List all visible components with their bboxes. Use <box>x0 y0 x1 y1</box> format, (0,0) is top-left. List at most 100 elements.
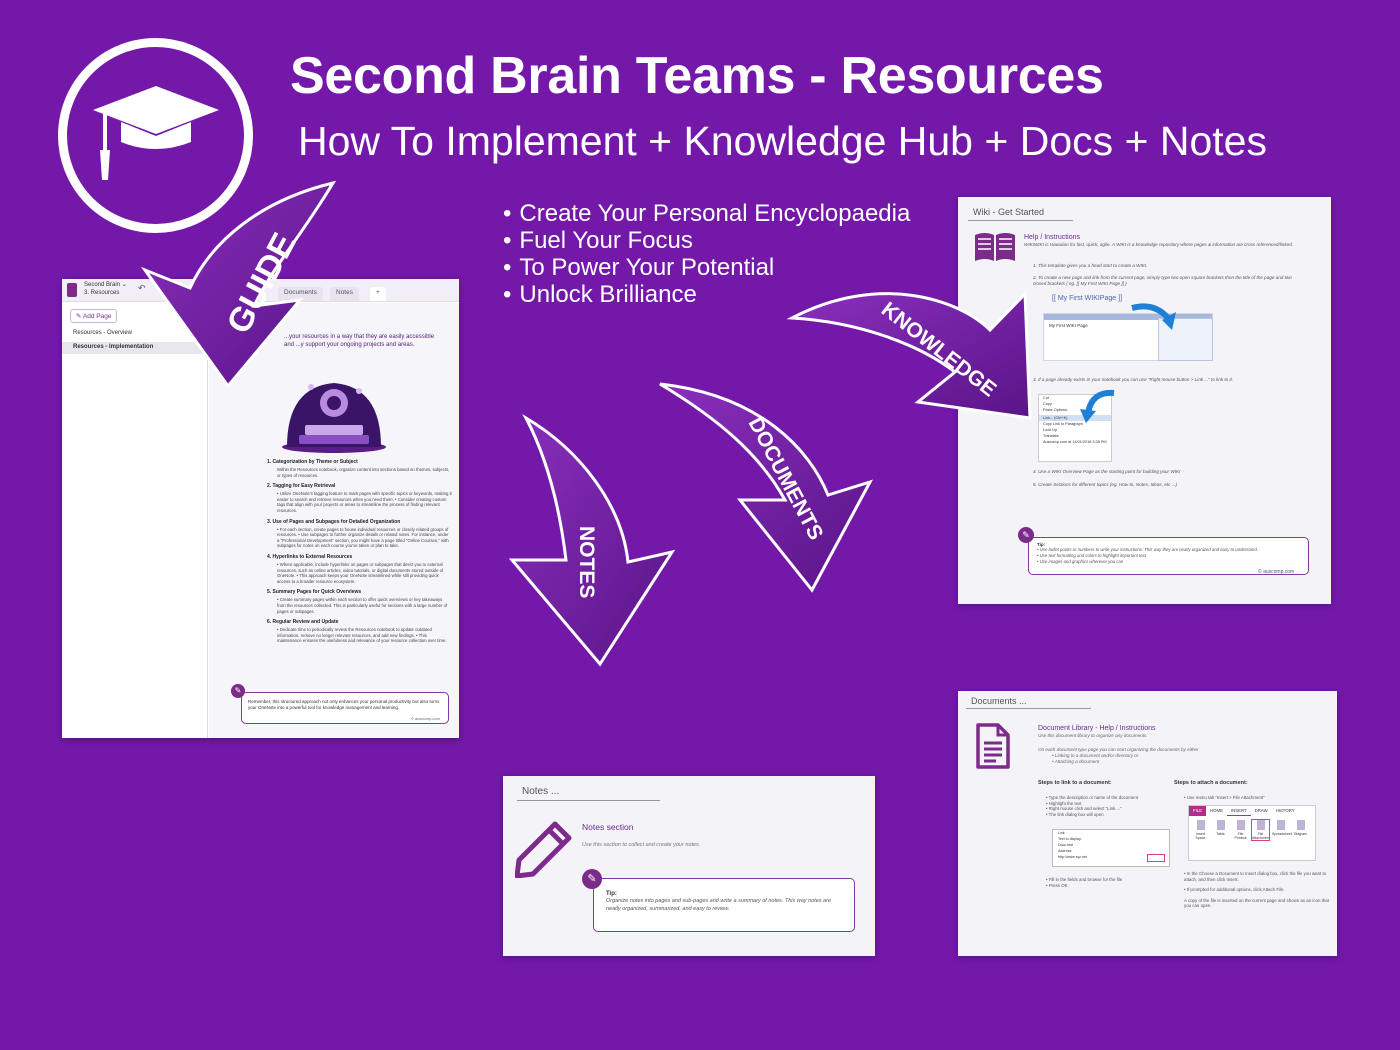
documents-screenshot-panel: Documents ... Document Library - Help / … <box>958 691 1337 956</box>
ribbon-tab: INSERT <box>1226 806 1251 816</box>
docs-option-text: Attaching a document <box>1054 759 1100 764</box>
dialog-value: http://www.xyz.net <box>1058 855 1087 859</box>
step-item: 1. Categorization by Theme or Subject Wi… <box>267 459 452 478</box>
link-steps-after: • Fill in the fields and browse for the … <box>1046 877 1196 888</box>
wiki-intro: WIKIWIKI is Hawaiian for fast, quick, ag… <box>1024 242 1294 247</box>
title-divider <box>517 800 660 801</box>
wiki-step: 1. This template gives you a head start … <box>1033 263 1148 268</box>
step-text: • Create summary pages within each secti… <box>277 597 448 614</box>
docs-option: • Attaching a document <box>1052 759 1100 764</box>
pencil-icon <box>515 821 572 878</box>
document-icon <box>976 723 1010 769</box>
pin-icon: ✎ <box>1018 527 1034 543</box>
step-item: 4. Hyperlinks to External Resources • Wh… <box>267 554 452 584</box>
browse-button[interactable] <box>1147 854 1165 862</box>
link-step: • Type the description or name of the do… <box>1046 795 1139 800</box>
step-text: • Dedicate time to periodically review t… <box>277 627 447 644</box>
open-book-icon <box>975 233 1015 261</box>
context-menu-item: Copy <box>1043 402 1052 406</box>
notes-screenshot-panel: Notes ... Notes section Use this section… <box>503 776 875 956</box>
docs-intro-text: On each document type page you can start… <box>1038 747 1199 752</box>
tip-label: Tip: <box>606 891 617 897</box>
step-item: 2. Tagging for Easy Retrieval • Utilize … <box>267 483 452 513</box>
link-steps-list: • Type the description or name of the do… <box>1046 795 1196 817</box>
attach-steps-heading: Steps to attach a document: <box>1174 780 1248 786</box>
tip-box: Tip: • Use bullet points or numbers to w… <box>1028 537 1309 575</box>
feature-item: Fuel Your Focus <box>503 227 910 254</box>
back-icon[interactable]: ↶ <box>138 283 146 293</box>
notes-subtext: Use this section to collect and create y… <box>582 842 701 848</box>
dialog-value: Docu test <box>1058 843 1074 847</box>
tip-line: • Use text formatting and colors to high… <box>1037 553 1146 558</box>
notes-arrow: NOTES <box>508 414 676 667</box>
ribbon-tab: DRAW <box>1254 808 1268 813</box>
blue-arrow-icon <box>1080 389 1115 423</box>
notes-arrow-label: NOTES <box>575 526 598 598</box>
tool-label: Spreadsheet <box>1272 832 1292 836</box>
tip-text: Use images and graphics wherever you can <box>1039 559 1124 564</box>
page-intro: ...your resources in a way that they are… <box>284 334 435 348</box>
pin-icon: ✎ <box>582 869 602 889</box>
section-name: 3. Resources <box>84 290 120 296</box>
credit-text: © auscomp.com <box>1258 569 1295 575</box>
help-heading: Help / Instructions <box>1024 234 1081 241</box>
feature-item: To Power Your Potential <box>503 254 910 281</box>
context-menu-item: Copy Link to Paragraph <box>1043 422 1083 426</box>
ribbon-tool: Insert Space <box>1192 820 1209 840</box>
step-heading: 4. Hyperlinks to External Resources <box>267 553 353 560</box>
add-page-button[interactable]: ✎ Add Page <box>70 309 118 323</box>
add-tab-button[interactable]: + <box>370 287 386 301</box>
tip-line: • Use bullet points or numbers to write … <box>1037 547 1259 552</box>
docs-option: • Linking to a document and/or directory… <box>1052 753 1139 758</box>
page-item-resources-overview[interactable]: Resources - Overview <box>73 330 133 336</box>
knowledge-illustration-icon <box>282 383 386 453</box>
steps-list: 1. Categorization by Theme or Subject Wi… <box>267 459 452 649</box>
notebook-name: Second Brain <box>84 282 121 288</box>
context-menu-item: Look Up <box>1043 428 1058 432</box>
tip-box: Tip: Organize notes into pages and sub-p… <box>593 878 855 932</box>
panel-title: Notes ... <box>522 786 560 797</box>
wiki-link-example[interactable]: [[ My First WIKIPage ]] <box>1052 295 1123 302</box>
page-example-title: My First WIKI Page <box>1049 323 1088 328</box>
ribbon-tabs: FILE HOME INSERT DRAW HISTORY <box>1189 806 1315 816</box>
context-menu-item: Link... (Ctrl+K) <box>1039 415 1111 421</box>
attach-steps-list: • Use menu tab "Insert > File Attachment… <box>1184 795 1334 801</box>
wiki-step: 3. If a page already exists in your note… <box>1033 377 1234 382</box>
panel-title: Documents ... <box>971 696 1027 706</box>
notes-heading: Notes section <box>582 822 634 832</box>
page-content: ...your resources in a way that they are… <box>209 303 459 738</box>
tip-text: Use text formatting and colors to highli… <box>1039 553 1146 558</box>
context-menu-item: Cut <box>1043 396 1049 400</box>
tip-label: Tip: <box>1037 542 1046 547</box>
tool-label: File Printout <box>1234 832 1247 840</box>
credit-text: © auscomp.com <box>411 716 440 721</box>
ribbon-screenshot: FILE HOME INSERT DRAW HISTORY Insert Spa… <box>1188 805 1316 861</box>
attach-step: A copy of the file is inserted on the cu… <box>1184 897 1329 909</box>
context-menu-item: Auscomp.com at 14/01/2018 3:28 PM <box>1043 440 1107 444</box>
tab-documents[interactable]: Documents <box>278 287 323 301</box>
ribbon-tool: Spreadsheet <box>1272 820 1292 840</box>
guide-arrow: GUIDE <box>140 180 337 389</box>
knowledge-arrow: KNOWLEDGE <box>786 290 1032 420</box>
documents-arrow: DOCUMENTS <box>659 382 874 593</box>
step-item: 6. Regular Review and Update • Dedicate … <box>267 619 452 644</box>
tool-label: Insert Space <box>1195 832 1206 840</box>
page-list-sidebar: ✎ Add Page Resources - Overview Resource… <box>62 303 208 738</box>
context-menu-item: Translate <box>1043 434 1059 438</box>
step-heading: 3. Use of Pages and Subpages for Detaile… <box>267 518 401 525</box>
logo-circle <box>58 38 253 233</box>
ribbon-tab: HOME <box>1210 808 1223 813</box>
wiki-step: 4. Use a WIKI Overview Page as the start… <box>1033 469 1181 474</box>
wiki-step: 5. Create Sections for different topics … <box>1033 482 1178 487</box>
page-title: Second Brain Teams - Resources <box>290 47 1104 105</box>
tip-text: Organize notes into pages and sub-pages … <box>606 898 832 912</box>
pin-icon: ✎ <box>231 684 245 698</box>
step-text: • Where applicable, include hyperlinks o… <box>277 561 444 584</box>
step-text: Within the Resources notebook, organize … <box>277 467 450 478</box>
tab-notes[interactable]: Notes <box>330 287 359 301</box>
page-item-resources-implementation[interactable]: Resources - Implementation <box>62 342 208 354</box>
title-divider <box>966 708 1091 709</box>
tip-line: • Use images and graphics wherever you c… <box>1037 559 1124 564</box>
notebook-selector[interactable]: Second Brain ⌄ 3. Resources <box>84 282 127 296</box>
